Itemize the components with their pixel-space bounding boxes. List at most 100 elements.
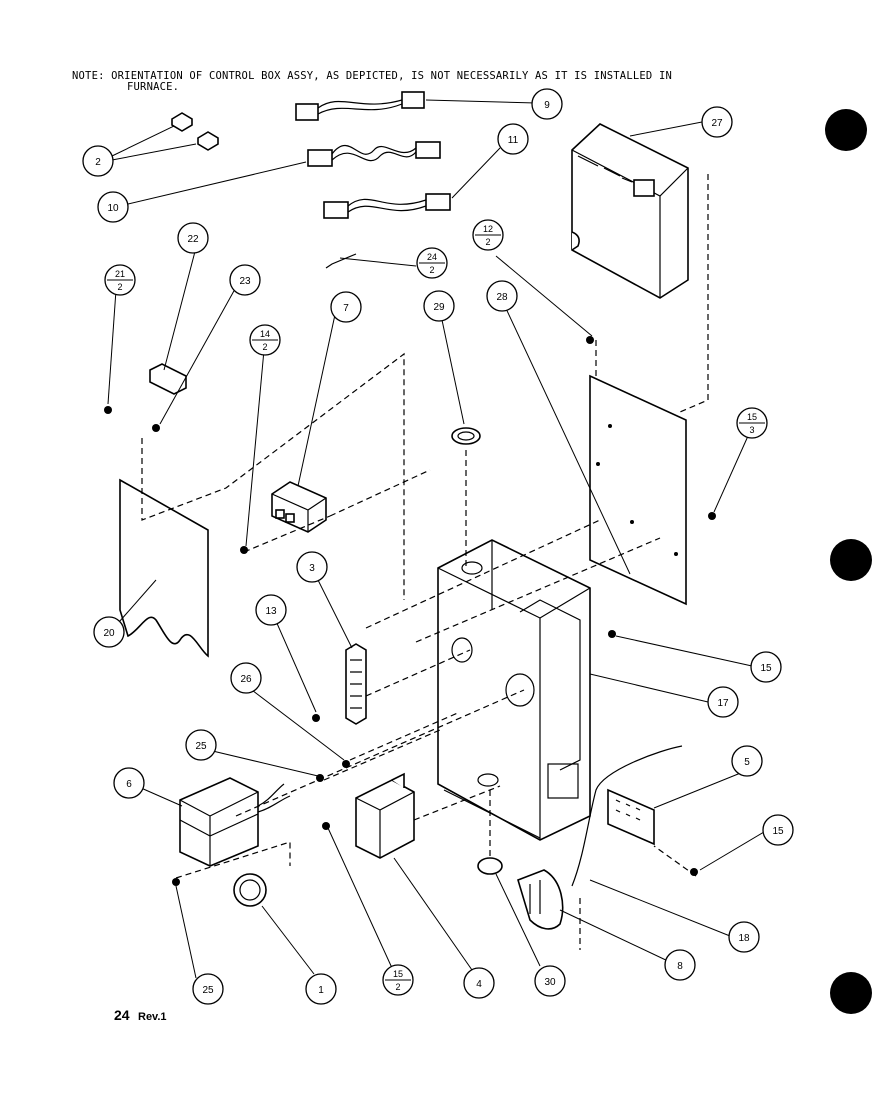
- part-27-control-board: [571, 123, 689, 299]
- svg-text:6: 6: [126, 779, 132, 790]
- svg-text:21: 21: [115, 269, 125, 279]
- callout-5: 5: [731, 745, 763, 777]
- svg-text:3: 3: [749, 425, 754, 435]
- callout-26: 26: [230, 662, 262, 694]
- svg-text:13: 13: [265, 606, 277, 617]
- callout-17: 17: [707, 686, 739, 718]
- svg-text:27: 27: [711, 118, 723, 129]
- callout-11: 11: [497, 123, 529, 155]
- svg-text:15: 15: [772, 826, 784, 837]
- fraction-callout-21-2: 21 2: [104, 264, 136, 296]
- callout-8: 8: [664, 949, 696, 981]
- part-3-terminal-strip: [345, 643, 367, 725]
- callout-18: 18: [728, 921, 760, 953]
- part-5-board: [607, 788, 655, 846]
- part-20-cover-panel: [119, 478, 209, 658]
- svg-text:2: 2: [429, 265, 434, 275]
- part-7-relay: [271, 481, 327, 533]
- svg-text:2: 2: [95, 157, 101, 168]
- svg-text:10: 10: [107, 203, 119, 214]
- fraction-callout-14-2: 14 2: [249, 324, 281, 356]
- punch-hole-top: [825, 109, 867, 151]
- svg-text:29: 29: [433, 302, 445, 313]
- part-2-plugs: [171, 112, 219, 151]
- callout-13: 13: [255, 594, 287, 626]
- punch-hole-middle: [830, 539, 872, 581]
- part-18-rod: [571, 745, 683, 887]
- screws: [104, 336, 716, 886]
- svg-text:8: 8: [677, 961, 683, 972]
- callout-6: 6: [113, 767, 145, 799]
- svg-text:14: 14: [260, 329, 270, 339]
- part-8-bracket: [517, 869, 564, 930]
- svg-text:9: 9: [544, 100, 550, 111]
- svg-text:24: 24: [427, 252, 437, 262]
- svg-text:2: 2: [395, 982, 400, 992]
- fraction-callout-12-2: 12 2: [472, 219, 504, 251]
- fraction-callout-15-2: 15 2: [382, 964, 414, 996]
- part-17-control-box: [437, 539, 591, 841]
- part-11-harness: [323, 193, 451, 219]
- part-30-plug: [477, 857, 503, 875]
- callout-25b: 25: [192, 973, 224, 1005]
- svg-text:25: 25: [202, 985, 214, 996]
- svg-text:30: 30: [544, 977, 556, 988]
- svg-text:17: 17: [717, 698, 729, 709]
- part-1-bushing: [233, 873, 267, 907]
- svg-text:3: 3: [309, 563, 315, 574]
- assembly-lines: [141, 174, 709, 950]
- svg-text:18: 18: [738, 933, 750, 944]
- callout-20: 20: [93, 616, 125, 648]
- svg-text:2: 2: [262, 342, 267, 352]
- part-10-harness: [307, 141, 441, 167]
- part-6-transformer: [179, 777, 291, 867]
- callout-9: 9: [531, 88, 563, 120]
- svg-text:2: 2: [485, 237, 490, 247]
- svg-text:25: 25: [195, 741, 207, 752]
- svg-text:15: 15: [747, 412, 757, 422]
- svg-text:20: 20: [103, 628, 115, 639]
- svg-text:26: 26: [240, 674, 252, 685]
- callout-15b: 15: [762, 814, 794, 846]
- note-line-2: FURNACE.: [127, 81, 179, 93]
- svg-text:15: 15: [760, 663, 772, 674]
- page-revision: Rev.1: [138, 1011, 167, 1023]
- part-4-relay: [355, 772, 415, 859]
- callout-29: 29: [423, 290, 455, 322]
- svg-text:22: 22: [187, 234, 199, 245]
- svg-text:2: 2: [117, 282, 122, 292]
- svg-text:23: 23: [239, 276, 251, 287]
- svg-text:15: 15: [393, 969, 403, 979]
- callout-4: 4: [463, 967, 495, 999]
- part-24-wire: [325, 253, 357, 269]
- svg-text:5: 5: [744, 757, 750, 768]
- fraction-callout-24-2: 24 2: [416, 247, 448, 279]
- fraction-callout-15-3: 15 3: [736, 407, 768, 439]
- callout-28: 28: [486, 280, 518, 312]
- svg-text:12: 12: [483, 224, 493, 234]
- part-29-grommet: [451, 427, 481, 445]
- callout-7: 7: [330, 291, 362, 323]
- callout-1: 1: [305, 973, 337, 1005]
- part-22-block: [149, 363, 187, 395]
- callout-30: 30: [534, 965, 566, 997]
- svg-text:4: 4: [476, 979, 482, 990]
- callout-25a: 25: [185, 729, 217, 761]
- punch-hole-bottom: [830, 972, 872, 1014]
- note-line-1: NOTE: ORIENTATION OF CONTROL BOX ASSY, A…: [72, 70, 672, 82]
- callout-15a: 15: [750, 651, 782, 683]
- page-number: 24: [114, 1007, 130, 1023]
- part-28-panel: [589, 374, 687, 606]
- svg-text:1: 1: [318, 985, 324, 996]
- callout-10: 10: [97, 191, 129, 223]
- part-9-harness: [295, 91, 425, 121]
- callout-3: 3: [296, 551, 328, 583]
- callout-2: 2: [82, 145, 114, 177]
- svg-text:11: 11: [508, 135, 519, 146]
- svg-text:28: 28: [496, 292, 508, 303]
- callout-22: 22: [177, 222, 209, 254]
- callout-23: 23: [229, 264, 261, 296]
- leader-lines: [107, 99, 765, 979]
